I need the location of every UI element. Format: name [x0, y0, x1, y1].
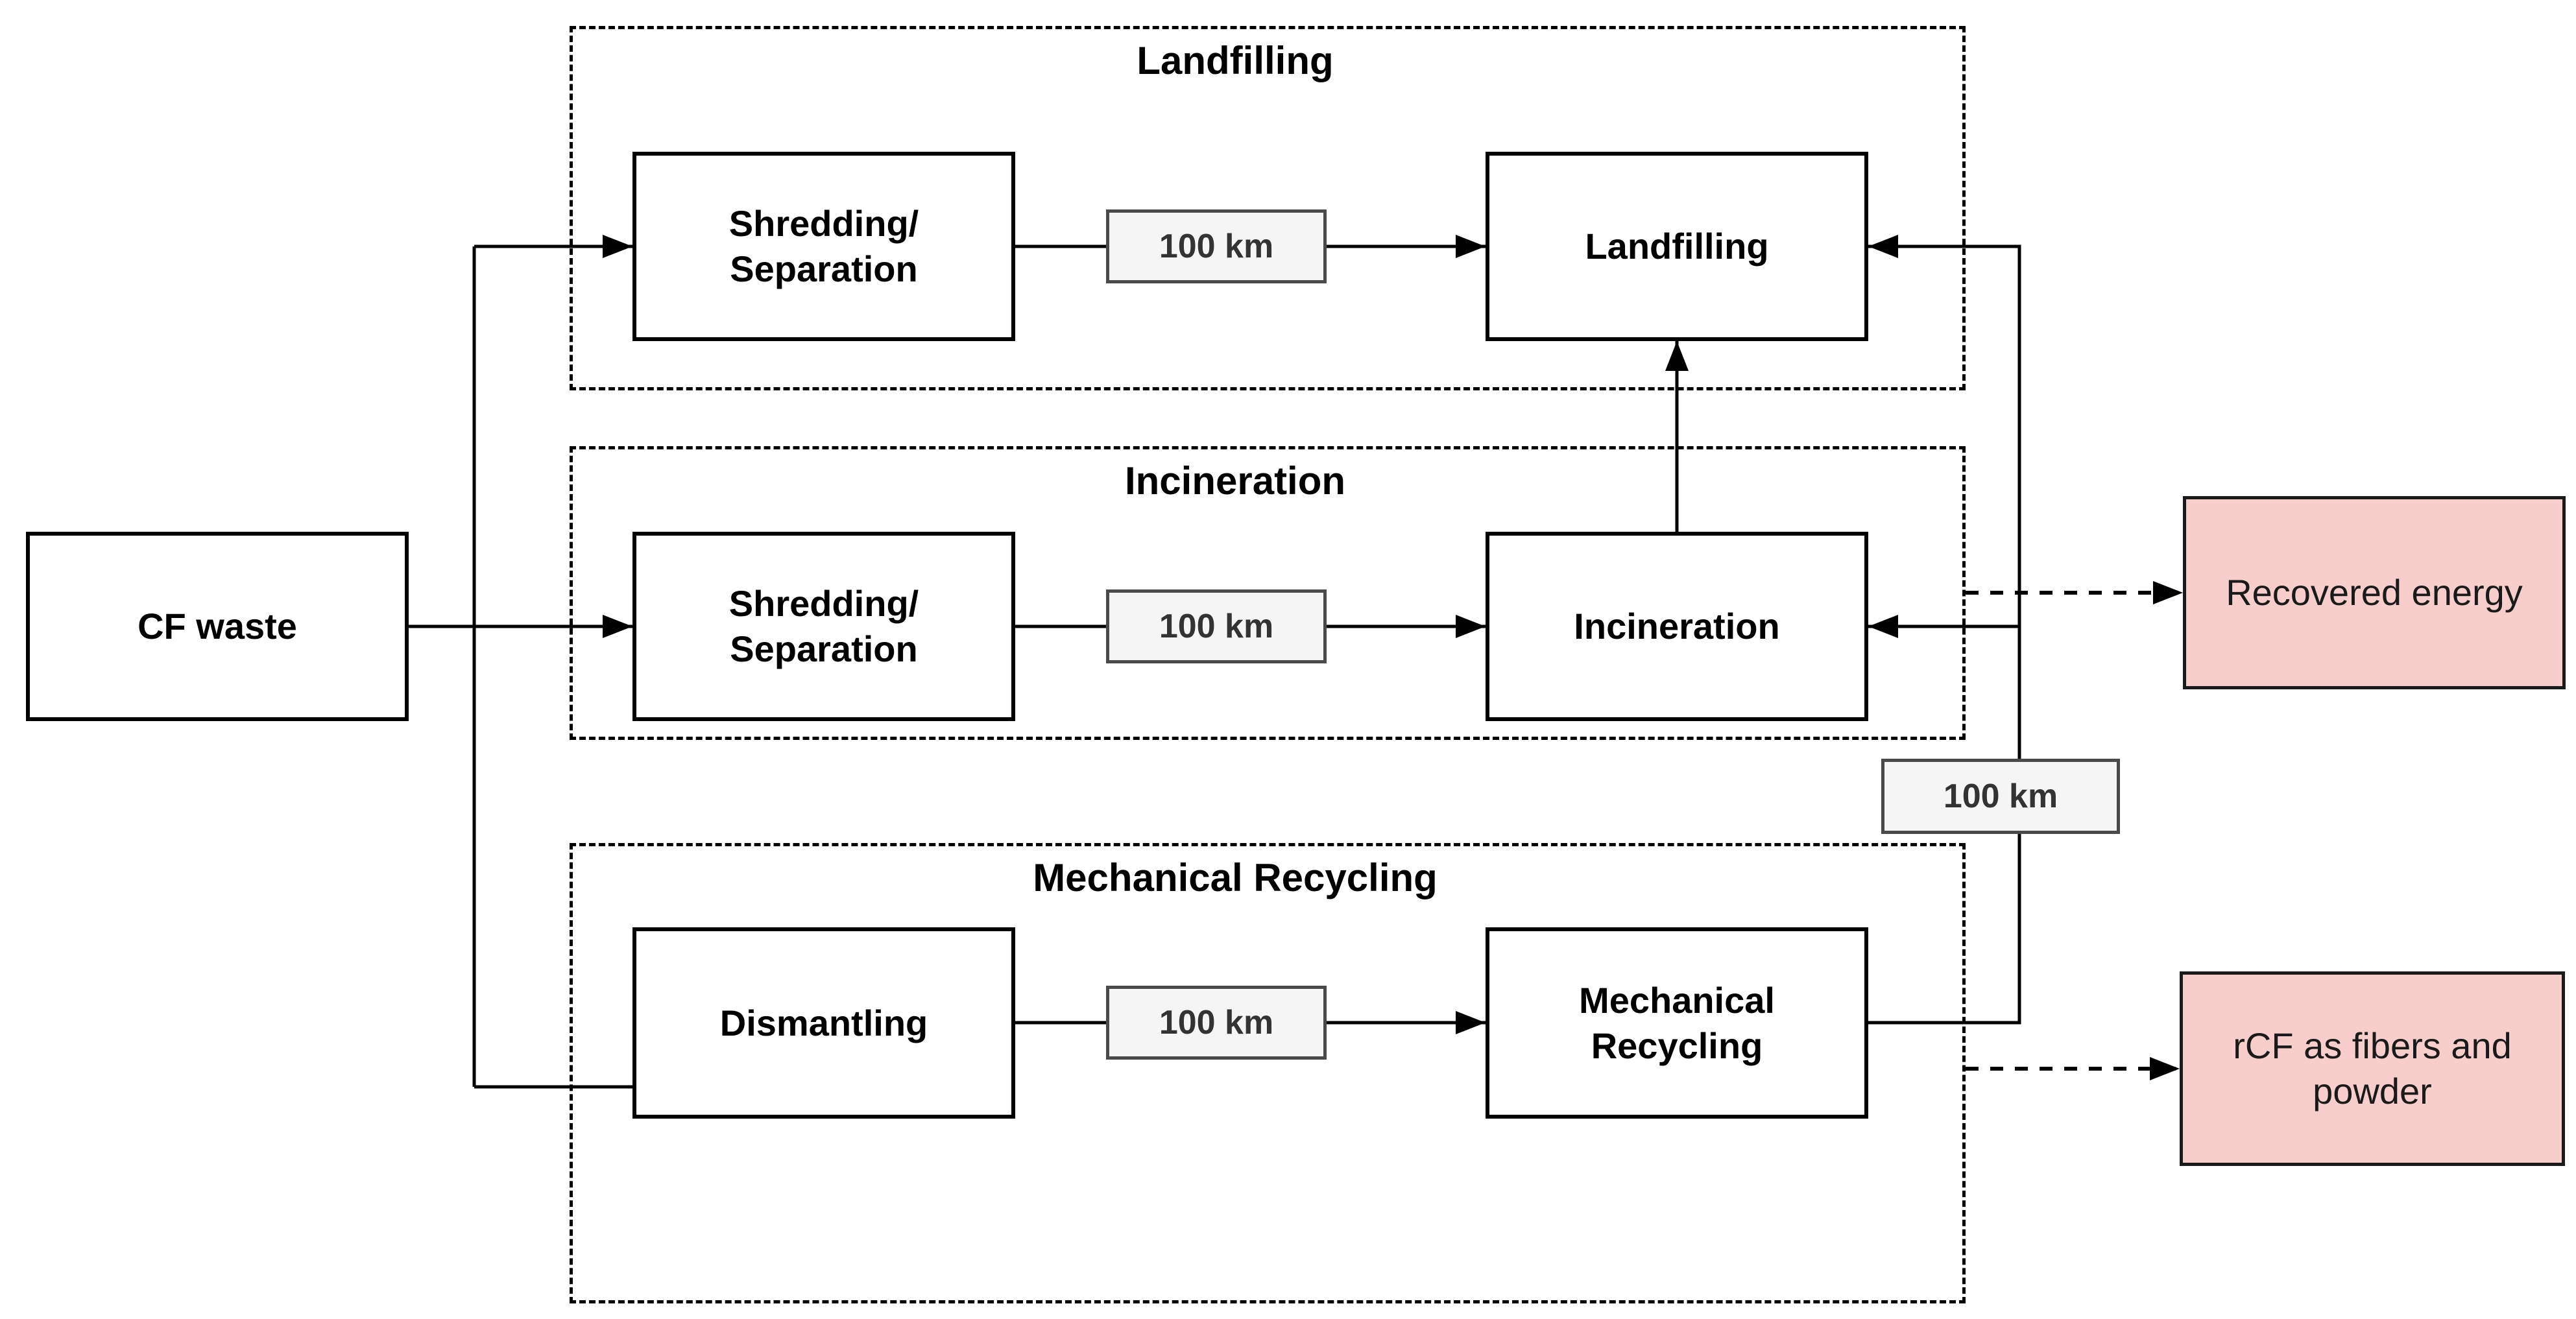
distance-chip-incineration-label: 100 km [1159, 607, 1274, 645]
box-dismantling: Dismantling [632, 927, 1015, 1119]
group-landfilling: Landfilling [570, 26, 1966, 390]
box-incineration-label: Incineration [1574, 606, 1780, 647]
distance-chip-trunk-label: 100 km [1943, 777, 2058, 815]
box-cf-waste: CF waste [26, 532, 409, 721]
box-recovered-energy: Recovered energy [2183, 496, 2566, 689]
group-mechanical-recycling-title: Mechanical Recycling [1033, 856, 1438, 899]
connector-mechanical-trunk-to-landfilling [1868, 235, 2021, 1025]
box-rcf-output-label: rCF as fibers and powder [2233, 1025, 2512, 1111]
box-landfilling: Landfilling [1486, 152, 1868, 341]
distance-chip-landfilling-label: 100 km [1159, 227, 1274, 265]
box-shredding-separation-1: Shredding/ Separation [632, 152, 1015, 341]
box-shredding-separation-1-label: Shredding/ Separation [728, 203, 919, 289]
box-cf-waste-label: CF waste [138, 606, 297, 647]
box-incineration: Incineration [1486, 532, 1868, 721]
box-shredding-separation-2: Shredding/ Separation [632, 532, 1015, 721]
group-incineration: Incineration [570, 446, 1966, 740]
distance-chip-landfilling: 100 km [1106, 209, 1327, 283]
box-landfilling-label: Landfilling [1585, 226, 1769, 267]
group-landfilling-title: Landfilling [1137, 39, 1334, 82]
distance-chip-mechanical-label: 100 km [1159, 1003, 1274, 1041]
distance-chip-mechanical: 100 km [1106, 986, 1327, 1060]
box-dismantling-label: Dismantling [719, 1002, 928, 1043]
group-mechanical-recycling: Mechanical Recycling [570, 843, 1966, 1303]
box-recovered-energy-label: Recovered energy [2226, 572, 2523, 613]
box-mechanical-recycling-label: Mechanical Recycling [1579, 979, 1775, 1066]
distance-chip-incineration: 100 km [1106, 589, 1327, 663]
group-incineration-title: Incineration [1124, 459, 1346, 503]
box-mechanical-recycling: Mechanical Recycling [1486, 927, 1868, 1119]
box-shredding-separation-2-label: Shredding/ Separation [728, 583, 919, 669]
box-rcf-output: rCF as fibers and powder [2180, 971, 2565, 1166]
distance-chip-trunk: 100 km [1881, 759, 2120, 834]
